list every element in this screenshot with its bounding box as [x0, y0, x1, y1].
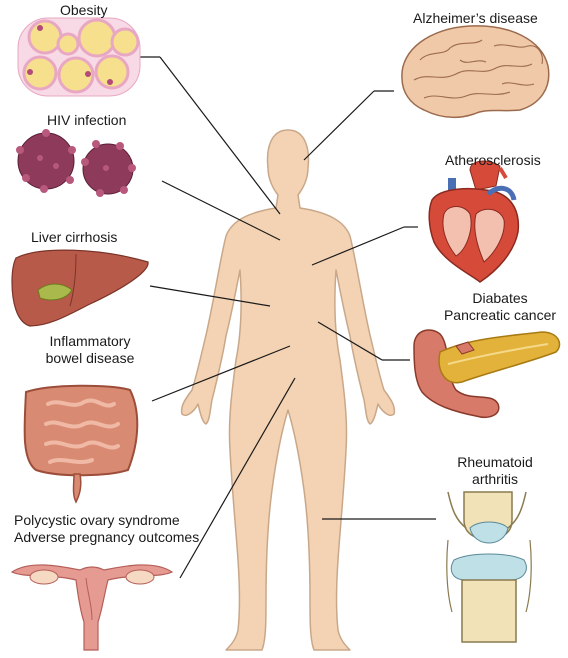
line-hiv	[161, 180, 281, 241]
intestines-illustration	[23, 384, 139, 504]
label-ibd-line2: bowel disease	[45, 350, 135, 366]
heart-illustration	[428, 160, 520, 283]
connector-lines	[140, 56, 436, 579]
label-ra-line2: arthritis	[472, 471, 518, 487]
label-rheumatoid-arthritis: Rheumatoid arthritis	[440, 454, 550, 488]
knee-joint-illustration	[446, 491, 532, 643]
pancreas-illustration	[413, 329, 561, 418]
label-ibd-line1: Inflammatory	[49, 333, 131, 349]
line-pcos	[179, 377, 296, 579]
label-pcos-line1: Polycystic ovary syndrome	[14, 512, 180, 528]
line-pancreas-diag	[317, 321, 383, 361]
label-ibd: Inflammatory bowel disease	[30, 333, 150, 367]
label-pcos: Polycystic ovary syndrome Adverse pregna…	[14, 512, 199, 546]
label-liver-cirrhosis: Liver cirrhosis	[31, 229, 118, 245]
liver-illustration	[11, 249, 149, 327]
label-pcos-line2: Adverse pregnancy outcomes	[14, 529, 200, 545]
label-obesity: Obesity	[60, 2, 108, 18]
brain-illustration	[401, 25, 550, 119]
label-diabetes-pancreatic: Diabates Pancreatic cancer	[430, 290, 568, 324]
label-ra-line1: Rheumatoid	[457, 454, 533, 470]
label-diabetes-line1: Diabates	[472, 290, 528, 306]
hiv-virus-illustration	[16, 129, 136, 197]
line-obesity-diag	[159, 56, 281, 215]
label-atherosclerosis: Atherosclerosis	[445, 152, 541, 168]
uterus-illustration	[10, 564, 174, 651]
line-alz-diag	[303, 90, 375, 161]
label-hiv-infection: HIV infection	[47, 112, 127, 128]
fat-cells-illustration	[17, 17, 141, 97]
line-athero-diag	[311, 226, 405, 266]
line-ibd	[151, 345, 291, 402]
label-alzheimers: Alzheimer’s disease	[413, 10, 538, 26]
line-liver	[149, 285, 271, 307]
label-diabetes-line2: Pancreatic cancer	[443, 307, 557, 323]
